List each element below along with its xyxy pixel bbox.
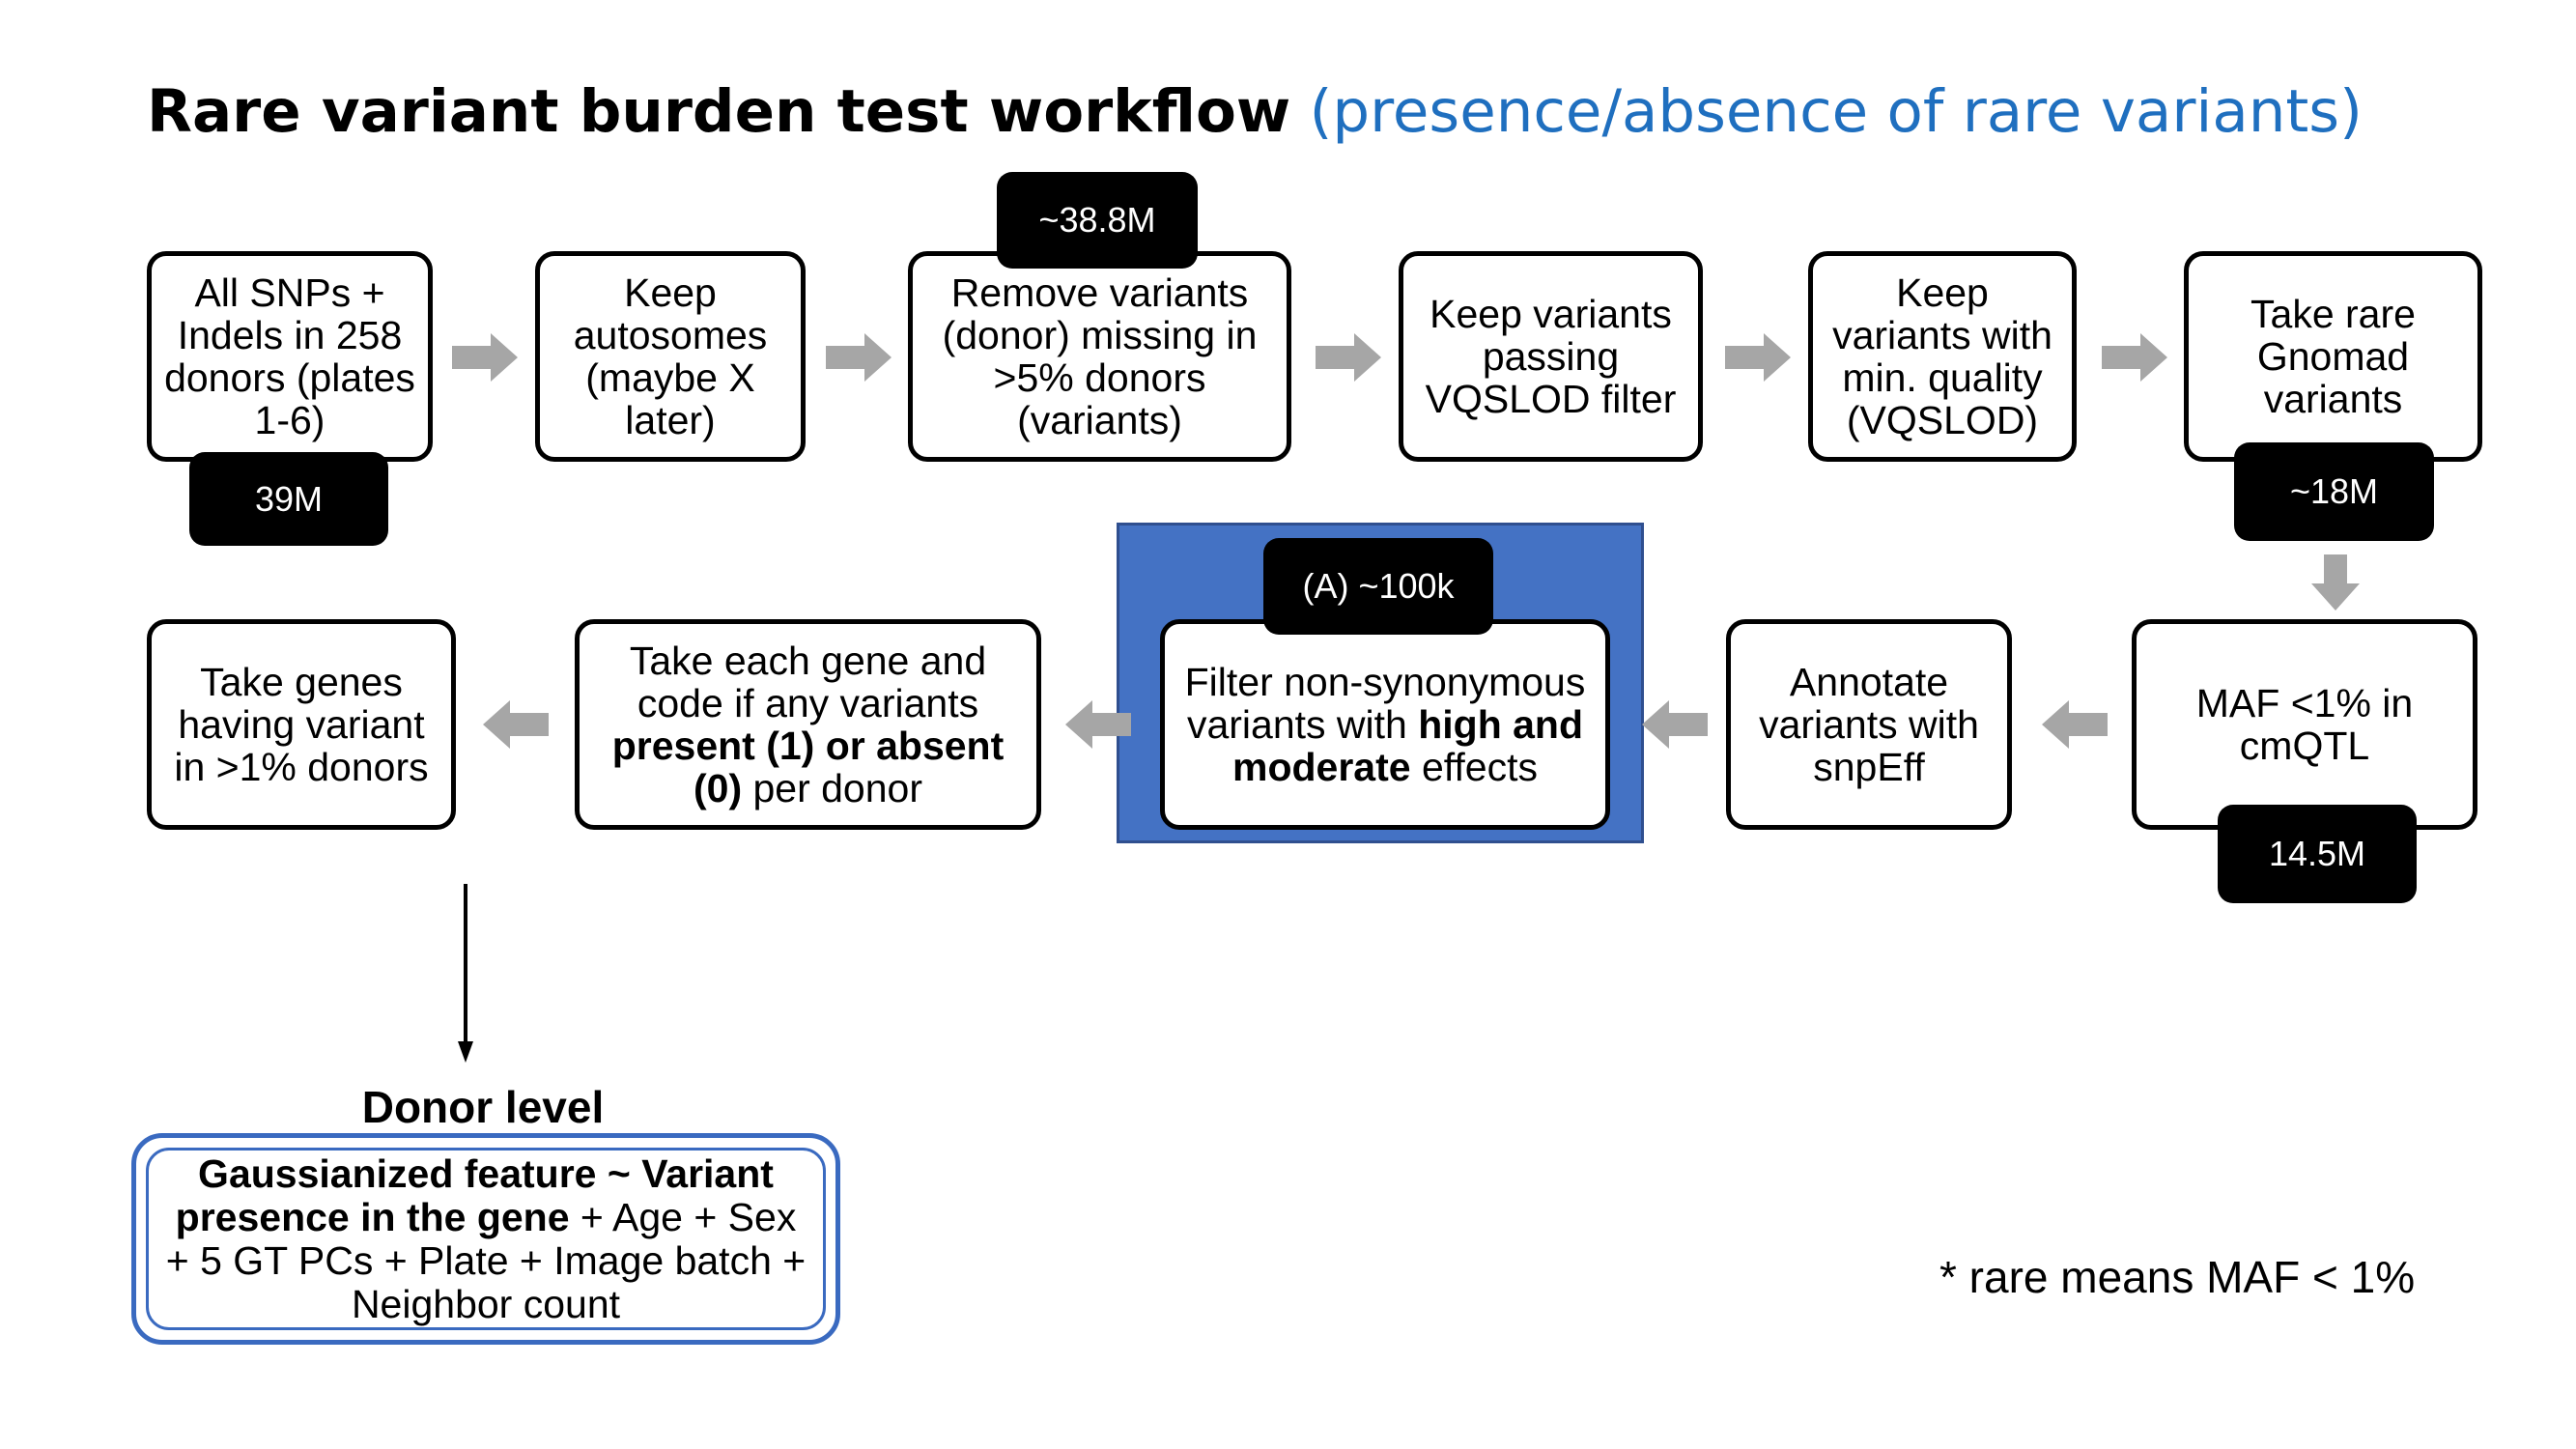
step-filter-label: Filter non-synonymous variants with high… [1175, 661, 1596, 788]
step-filter: Filter non-synonymous variants with high… [1160, 619, 1610, 830]
step-keep-quality-label: Keep variants with min. quality (VQSLOD) [1832, 270, 2052, 442]
step-take-each-bold: present (1) or absent (0) [611, 724, 1005, 810]
model-box: Gaussianized feature ~ Variant presence … [131, 1133, 840, 1345]
step-filter-text1: Filter non-synonymous variants with [1184, 660, 1586, 747]
step-annotate: Annotate variants with snpEff [1726, 619, 2012, 830]
arrow-right-4 [1725, 333, 1791, 382]
step-remove-variants: Remove variants (donor) missing in >5% d… [908, 251, 1291, 462]
arrow-left-1 [2042, 700, 2108, 749]
model-formula-bold: Gaussianized feature ~ Variant presence … [175, 1151, 774, 1239]
arrow-down-black [458, 884, 473, 1063]
step-take-rare: Take rare Gnomad variants [2184, 251, 2482, 462]
arrow-left-2 [1642, 700, 1708, 749]
badge-all-snps: 39M [189, 452, 388, 546]
step-annotate-label: Annotate variants with snpEff [1759, 660, 1979, 789]
step-maf-label: MAF <1% in cmQTL [2195, 681, 2414, 768]
arrow-right-5 [2102, 333, 2167, 382]
arrow-left-3 [1065, 700, 1131, 749]
badge-remove-variants: ~38.8M [997, 172, 1198, 269]
step-take-each-text1: Take each gene and code if any variants [629, 639, 987, 725]
step-all-snps-label: All SNPs + Indels in 258 donors (plates … [164, 270, 415, 442]
step-maf: MAF <1% in cmQTL [2132, 619, 2477, 830]
step-take-each-label: Take each gene and code if any variants … [597, 639, 1019, 810]
step-all-snps: All SNPs + Indels in 258 donors (plates … [147, 251, 433, 462]
footnote: * rare means MAF < 1% [1939, 1252, 2416, 1302]
badge-take-rare: ~18M [2234, 442, 2434, 541]
model-formula-rest: + Age + Sex + 5 GT PCs + Plate + Image b… [165, 1194, 807, 1326]
step-filter-bold: high and moderate [1232, 702, 1584, 789]
step-keep-vqslod-label: Keep variants passing VQSLOD filter [1425, 292, 1677, 421]
donor-level-title: Donor level [361, 1082, 605, 1132]
step-filter-text2: effects [1410, 745, 1538, 789]
step-keep-autosomes-label: Keep autosomes (maybe X later) [573, 270, 768, 442]
arrow-down-1 [2311, 554, 2360, 611]
badge-filter: (A) ~100k [1263, 538, 1493, 635]
step-take-rare-label: Take rare Gnomad variants [2250, 292, 2416, 421]
model-formula-text: Gaussianized feature ~ Variant presence … [160, 1151, 811, 1326]
step-keep-quality: Keep variants with min. quality (VQSLOD) [1808, 251, 2077, 462]
step-take-each-text2: per donor [742, 766, 922, 810]
title-sub: (presence/absence of rare variants) [1309, 77, 2363, 146]
model-formula: Gaussianized feature ~ Variant presence … [146, 1148, 826, 1330]
arrow-right-1 [452, 333, 518, 382]
step-remove-variants-label: Remove variants (donor) missing in >5% d… [942, 270, 1258, 442]
step-keep-vqslod: Keep variants passing VQSLOD filter [1399, 251, 1703, 462]
arrow-left-4 [483, 700, 549, 749]
arrow-right-3 [1316, 333, 1381, 382]
badge-maf: 14.5M [2218, 805, 2417, 903]
diagram-title: Rare variant burden test workflow (prese… [147, 68, 2363, 156]
step-take-each: Take each gene and code if any variants … [575, 619, 1041, 830]
step-take-genes: Take genes having variant in >1% donors [147, 619, 456, 830]
title-main: Rare variant burden test workflow [147, 77, 1291, 146]
step-take-genes-label: Take genes having variant in >1% donors [174, 660, 429, 789]
arrow-right-2 [826, 333, 892, 382]
step-keep-autosomes: Keep autosomes (maybe X later) [535, 251, 806, 462]
